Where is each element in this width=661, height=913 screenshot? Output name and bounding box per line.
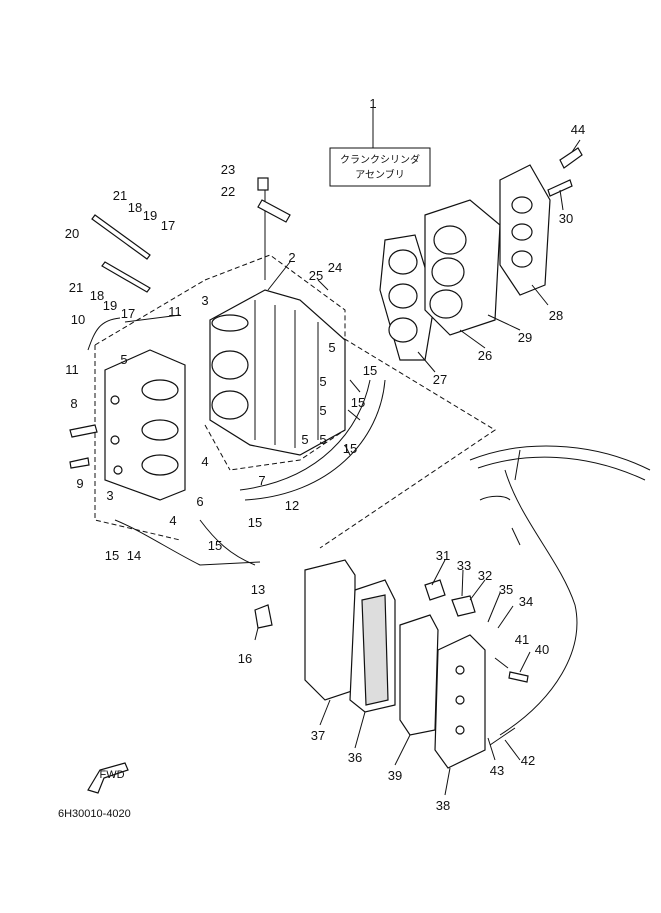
callout-5: 5	[319, 403, 326, 418]
title-line-2: アセンブリ	[355, 168, 405, 181]
callout-numbers: 1 2 3 3 4 4 5 5 5 5 5 5 6 7 8 9 10 11 11…	[65, 96, 585, 813]
callout-22: 22	[221, 184, 235, 199]
callout-2: 2	[288, 250, 295, 265]
callout-36: 36	[348, 750, 362, 765]
callout-38: 38	[436, 798, 450, 813]
exhaust-cover-group	[254, 559, 529, 769]
callout-18: 18	[90, 288, 104, 303]
callout-5: 5	[319, 432, 326, 447]
callout-18: 18	[128, 200, 142, 215]
crankcase-assembly-outline	[94, 254, 496, 549]
callout-34: 34	[519, 594, 533, 609]
callout-27: 27	[433, 372, 447, 387]
callout-14: 14	[127, 548, 141, 563]
callout-8: 8	[70, 396, 77, 411]
drawing-code: 6H30010-4020	[58, 808, 131, 820]
callout-5: 5	[319, 374, 326, 389]
callout-21: 21	[69, 280, 83, 295]
callout-5: 5	[328, 340, 335, 355]
callout-24: 24	[328, 260, 342, 275]
callout-5: 5	[301, 432, 308, 447]
title-line-1: クランクシリンダ	[340, 153, 420, 166]
callout-15: 15	[351, 395, 365, 410]
callout-16: 16	[238, 651, 252, 666]
callout-15: 15	[363, 363, 377, 378]
callout-15: 15	[208, 538, 222, 553]
bolt-parts	[69, 177, 291, 469]
callout-32: 32	[478, 568, 492, 583]
callout-39: 39	[388, 768, 402, 783]
callout-10: 10	[71, 312, 85, 327]
leader-lines	[254, 139, 581, 796]
callout-33: 33	[457, 558, 471, 573]
callout-13: 13	[251, 582, 265, 597]
callout-17: 17	[161, 218, 175, 233]
cylinder-head-group	[379, 147, 583, 361]
callout-5: 5	[120, 352, 127, 367]
crankcase	[209, 289, 346, 456]
callout-20: 20	[65, 226, 79, 241]
callout-30: 30	[559, 211, 573, 226]
callout-23: 23	[221, 162, 235, 177]
callout-4: 4	[201, 454, 208, 469]
callout-3: 3	[106, 488, 113, 503]
callout-11: 11	[168, 304, 182, 319]
callout-4: 4	[169, 513, 176, 528]
callout-25: 25	[309, 268, 323, 283]
callout-12: 12	[285, 498, 299, 513]
callout-19: 19	[143, 208, 157, 223]
callout-40: 40	[535, 642, 549, 657]
callout-17: 17	[121, 306, 135, 321]
callout-6: 6	[196, 494, 203, 509]
hoses	[87, 314, 578, 746]
callout-1: 1	[369, 96, 376, 111]
callout-31: 31	[436, 548, 450, 563]
fwd-label: FWD	[99, 769, 124, 781]
cylinder-block	[104, 349, 186, 501]
callout-41: 41	[515, 632, 529, 647]
callout-15: 15	[248, 515, 262, 530]
callout-26: 26	[478, 348, 492, 363]
callout-3: 3	[201, 293, 208, 308]
callout-7: 7	[258, 473, 265, 488]
callout-28: 28	[549, 308, 563, 323]
callout-35: 35	[499, 582, 513, 597]
callout-15: 15	[343, 441, 357, 456]
callout-19: 19	[103, 298, 117, 313]
forward-arrow: FWD	[87, 762, 129, 794]
assembly-title-box: クランクシリンダ アセンブリ	[329, 108, 431, 187]
callout-11: 11	[65, 362, 79, 377]
callout-43: 43	[490, 763, 504, 778]
callout-44: 44	[571, 122, 585, 137]
callout-42: 42	[521, 753, 535, 768]
callout-9: 9	[76, 476, 83, 491]
callout-21: 21	[113, 188, 127, 203]
callout-37: 37	[311, 728, 325, 743]
callout-29: 29	[518, 330, 532, 345]
boat-hull-outline	[469, 445, 651, 501]
callout-15: 15	[105, 548, 119, 563]
